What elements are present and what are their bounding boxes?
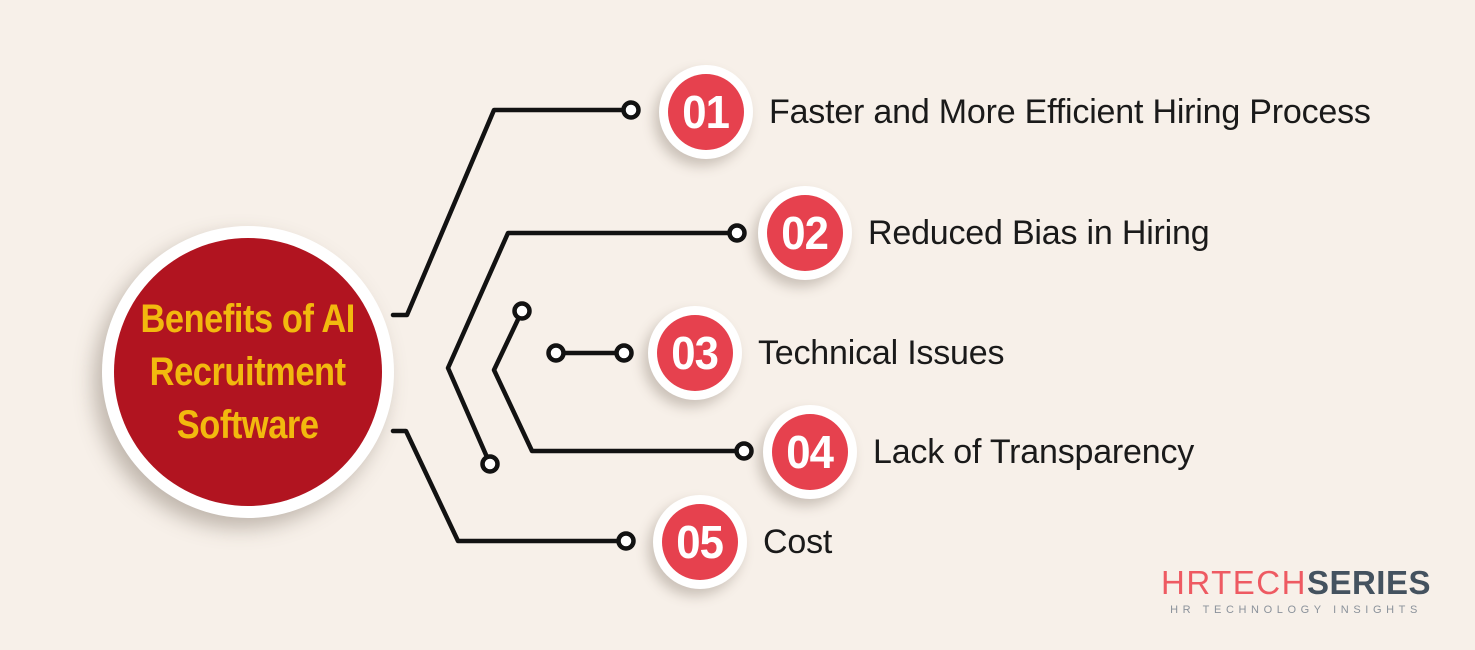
benefit-item-03: 03 Technical Issues <box>648 306 1004 400</box>
item-badge: 05 <box>653 495 747 589</box>
center-circle: Benefits of AI Recruitment Software <box>102 226 394 518</box>
center-circle-fill: Benefits of AI Recruitment Software <box>114 238 382 506</box>
item-number: 04 <box>786 426 835 478</box>
item-label: Cost <box>763 522 833 561</box>
node-circle-03-start <box>546 343 566 363</box>
logo-wordmark: HRTECHSERIES <box>1161 566 1431 600</box>
item-badge: 03 <box>648 306 742 400</box>
item-badge-circle: 05 <box>662 504 738 580</box>
item-number: 02 <box>781 207 830 259</box>
item-badge: 02 <box>758 186 852 280</box>
item-badge: 04 <box>763 405 857 499</box>
hrtechseries-logo: HRTECHSERIES HR TECHNOLOGY INSIGHTS <box>1161 566 1431 617</box>
item-label: Reduced Bias in Hiring <box>868 213 1210 252</box>
logo-hrtech: HRTECH <box>1161 564 1307 601</box>
benefit-item-04: 04 Lack of Transparency <box>763 405 1194 499</box>
center-title-line-3: Software <box>177 402 319 447</box>
connector-line-01 <box>390 107 634 318</box>
logo-tagline: HR TECHNOLOGY INSIGHTS <box>1170 604 1422 616</box>
item-badge-circle: 03 <box>657 315 733 391</box>
node-circle-02-end <box>727 223 747 243</box>
connector-line-05 <box>390 428 629 544</box>
benefit-item-02: 02 Reduced Bias in Hiring <box>758 186 1210 280</box>
center-title-line-2: Recruitment <box>150 349 346 394</box>
item-label: Technical Issues <box>758 333 1005 372</box>
node-circle-04-start <box>512 301 532 321</box>
logo-series: SERIES <box>1306 564 1431 601</box>
item-label: Lack of Transparency <box>873 432 1195 471</box>
item-label: Faster and More Efficient Hiring Process <box>769 92 1371 131</box>
benefit-item-05: 05 Cost <box>653 495 832 589</box>
node-circle-01 <box>621 100 641 120</box>
item-number: 05 <box>676 516 725 568</box>
center-title-line-1: Benefits of AI <box>140 296 356 341</box>
connector-line-04 <box>491 308 747 454</box>
item-number: 03 <box>671 327 720 379</box>
item-badge-circle: 01 <box>668 74 744 150</box>
node-circle-05 <box>616 531 636 551</box>
item-badge-circle: 02 <box>767 195 843 271</box>
center-circle-ring: Benefits of AI Recruitment Software <box>102 226 394 518</box>
item-badge: 01 <box>659 65 753 159</box>
node-circle-02-start <box>480 454 500 474</box>
node-circle-03-end <box>614 343 634 363</box>
item-number: 01 <box>682 86 731 138</box>
benefit-item-01: 01 Faster and More Efficient Hiring Proc… <box>659 65 1371 159</box>
node-circle-04-end <box>734 441 754 461</box>
item-badge-circle: 04 <box>772 414 848 490</box>
connector-line-02 <box>445 230 740 467</box>
center-title: Benefits of AI Recruitment Software <box>140 293 356 452</box>
